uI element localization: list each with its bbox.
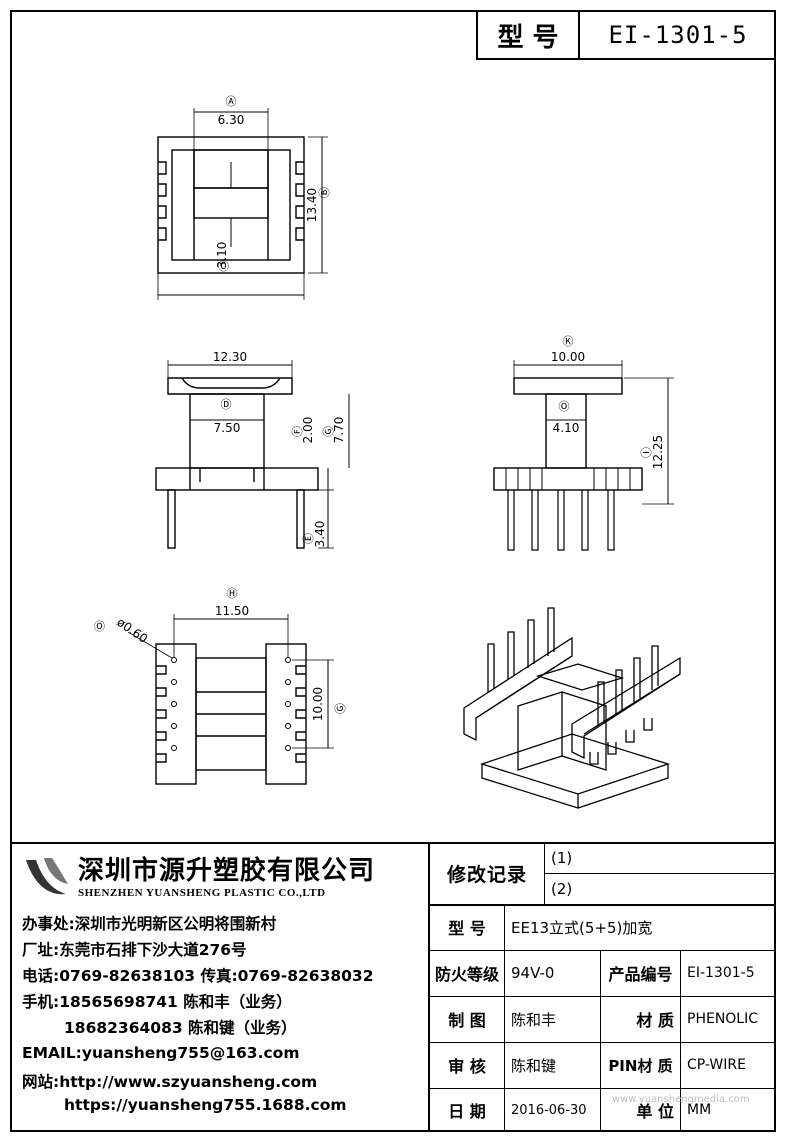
spec-date-label: 日 期 <box>448 1102 486 1121</box>
company-web2: https://yuansheng755.1688.com <box>64 1096 347 1114</box>
front-tag-f: Ⓕ <box>291 426 304 437</box>
spec-material-value: PHENOLIC <box>687 1011 759 1027</box>
top-tag-a: Ⓐ <box>226 95 237 108</box>
front-tag-d: Ⓓ <box>221 398 232 411</box>
spec-col2-line <box>600 950 601 1132</box>
spec-row3-line <box>428 1042 776 1043</box>
header-model-label: 型 号 <box>497 22 559 53</box>
revision-entry-2: (2) <box>551 879 573 898</box>
watermark: www.yuanshengmedia.com <box>612 1094 750 1105</box>
company-name-cn: 深圳市源升塑胶有限公司 <box>78 856 376 886</box>
spec-fire-value: 94V-0 <box>511 964 555 982</box>
spec-type-label: 型 号 <box>448 919 486 938</box>
spec-row4-line <box>428 1088 776 1089</box>
top-view: Ⓐ 6.30 13.40 Ⓑ 3.10 Ⓒ <box>157 95 331 300</box>
titleblock-divider <box>428 842 430 1132</box>
header-model-value: EI-1301-5 <box>608 21 748 49</box>
spec-type-value: EE13立式(5+5)加宽 <box>511 918 653 937</box>
header-mid-line <box>578 12 580 58</box>
side-tag-o: Ⓞ <box>559 400 570 413</box>
company-name-en: SHENZHEN YUANSHENG PLASTIC CO.,LTD <box>78 887 326 899</box>
spec-unit-value: MM <box>687 1102 712 1118</box>
bottom-tag-h: Ⓗ <box>227 587 238 600</box>
spec-pin-value: CP-WIRE <box>687 1057 746 1073</box>
spec-unit-label: 单 位 <box>636 1102 674 1121</box>
titleblock-top-line <box>12 842 776 844</box>
company-mobile1: 手机:18565698741 陈和丰（业务） <box>22 993 292 1011</box>
spec-drawn-label: 制 图 <box>448 1011 486 1030</box>
top-dim-small: 3.10 <box>215 242 229 269</box>
bottom-dim-width: 11.50 <box>215 604 249 618</box>
side-tag-i: Ⓘ <box>640 447 653 458</box>
side-dim-top: 10.00 <box>551 350 585 364</box>
header-bottom-line <box>476 58 776 60</box>
company-logo-icon <box>26 858 68 895</box>
front-dim-h1: 2.00 <box>301 417 315 444</box>
spec-check-label: 审 核 <box>448 1057 486 1076</box>
bottom-dim-height: 10.00 <box>311 687 325 721</box>
side-view: Ⓚ 10.00 Ⓞ 4.10 12.25 Ⓘ <box>493 335 674 551</box>
front-dim-pin: 3.40 <box>313 521 327 548</box>
rev-bottom-line <box>428 904 776 906</box>
bottom-dim-hole: ø0.60 <box>114 615 150 646</box>
bottom-view: Ⓗ 11.50 Ⓞ ø0.60 10.00 Ⓖ <box>94 587 347 785</box>
spec-col3-line <box>680 950 681 1132</box>
isometric-view <box>463 607 681 809</box>
top-dim-height: 13.40 <box>305 188 319 222</box>
front-dim-top: 12.30 <box>213 350 247 364</box>
spec-date-value: 2016-06-30 <box>511 1102 587 1118</box>
company-mobile2: 18682364083 陈和键（业务） <box>64 1019 297 1037</box>
spec-col1-line <box>504 904 505 1132</box>
front-dim-inner: 7.50 <box>214 421 241 435</box>
company-email: EMAIL:yuansheng755@163.com <box>22 1044 300 1062</box>
front-view: 12.30 Ⓓ 7.50 2.00 Ⓕ 7.70 Ⓖ 3.40 Ⓔ <box>155 350 350 549</box>
company-factory: 厂址:东莞市石排下沙大道276号 <box>22 941 247 959</box>
company-phone: 电话:0769-82638103 传真:0769-82638032 <box>22 967 374 985</box>
revision-entry-1: (1) <box>551 848 573 867</box>
revision-label: 修改记录 <box>446 863 527 886</box>
bottom-tag-g: Ⓖ <box>334 703 347 714</box>
top-tag-c: Ⓒ <box>218 260 229 273</box>
side-tag-k: Ⓚ <box>563 335 574 348</box>
rev-mid-line <box>544 873 776 874</box>
spec-row2-line <box>428 996 776 997</box>
spec-product-no-value: EI-1301-5 <box>687 965 755 981</box>
company-office: 办事处:深圳市光明新区公明将围新村 <box>22 915 277 933</box>
front-tag-e: Ⓔ <box>302 533 315 544</box>
spec-drawn-value: 陈和丰 <box>511 1010 557 1029</box>
spec-fire-label: 防火等级 <box>434 965 499 984</box>
side-dim-inner: 4.10 <box>553 421 580 435</box>
header-left-line <box>476 12 478 58</box>
company-web1: 网站:http://www.szyuansheng.com <box>22 1073 318 1091</box>
top-dim-width: 6.30 <box>218 113 245 127</box>
drawing-sheet: 型 号 EI-1301-5 Ⓐ 6.30 13 <box>10 10 776 1132</box>
technical-drawing: Ⓐ 6.30 13.40 Ⓑ 3.10 Ⓒ 12.30 Ⓓ 7 <box>94 95 681 809</box>
top-tag-b: Ⓑ <box>318 187 331 198</box>
spec-material-label: 材 质 <box>636 1011 674 1030</box>
bottom-tag-o: Ⓞ <box>94 620 105 633</box>
spec-row1-line <box>428 950 776 951</box>
spec-pin-label: PIN材 质 <box>608 1056 673 1075</box>
front-tag-g: Ⓖ <box>322 426 335 437</box>
spec-check-value: 陈和键 <box>511 1056 557 1075</box>
spec-product-no-label: 产品编号 <box>608 965 673 984</box>
front-dim-h2: 7.70 <box>332 417 346 444</box>
side-dim-height: 12.25 <box>651 435 665 469</box>
